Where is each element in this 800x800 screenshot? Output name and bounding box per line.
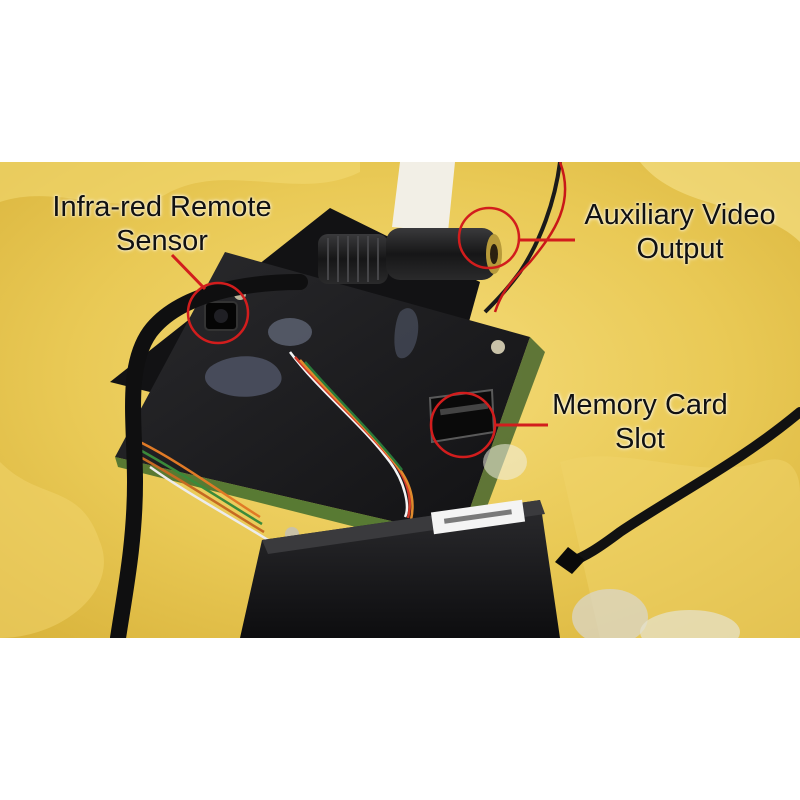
screw [491,340,505,354]
video-jack [318,228,502,284]
ir-sensor-label-line1: Infra-red Remote [52,191,272,223]
aux-video-label-line1: Auxiliary Video [584,199,776,231]
aux-video-label: Auxiliary Video Output [568,198,792,266]
ribbon-cable [392,162,455,232]
memory-card-label: Memory Card Slot [540,388,740,456]
memory-card-label-line1: Memory Card [552,389,728,421]
aux-video-label-line2: Output [636,233,724,265]
ir-sensor-label: Infra-red Remote Sensor [38,190,286,258]
battery-box [240,499,560,638]
memory-card-label-line2: Slot [615,423,665,455]
device-photo [0,162,800,638]
memory-card-slot [428,388,496,444]
photo-illustration [0,162,800,638]
red-wire [493,162,567,313]
ir-sensor-label-line2: Sensor [116,225,208,257]
power-cord [565,407,800,567]
wire-bundle [139,351,414,542]
